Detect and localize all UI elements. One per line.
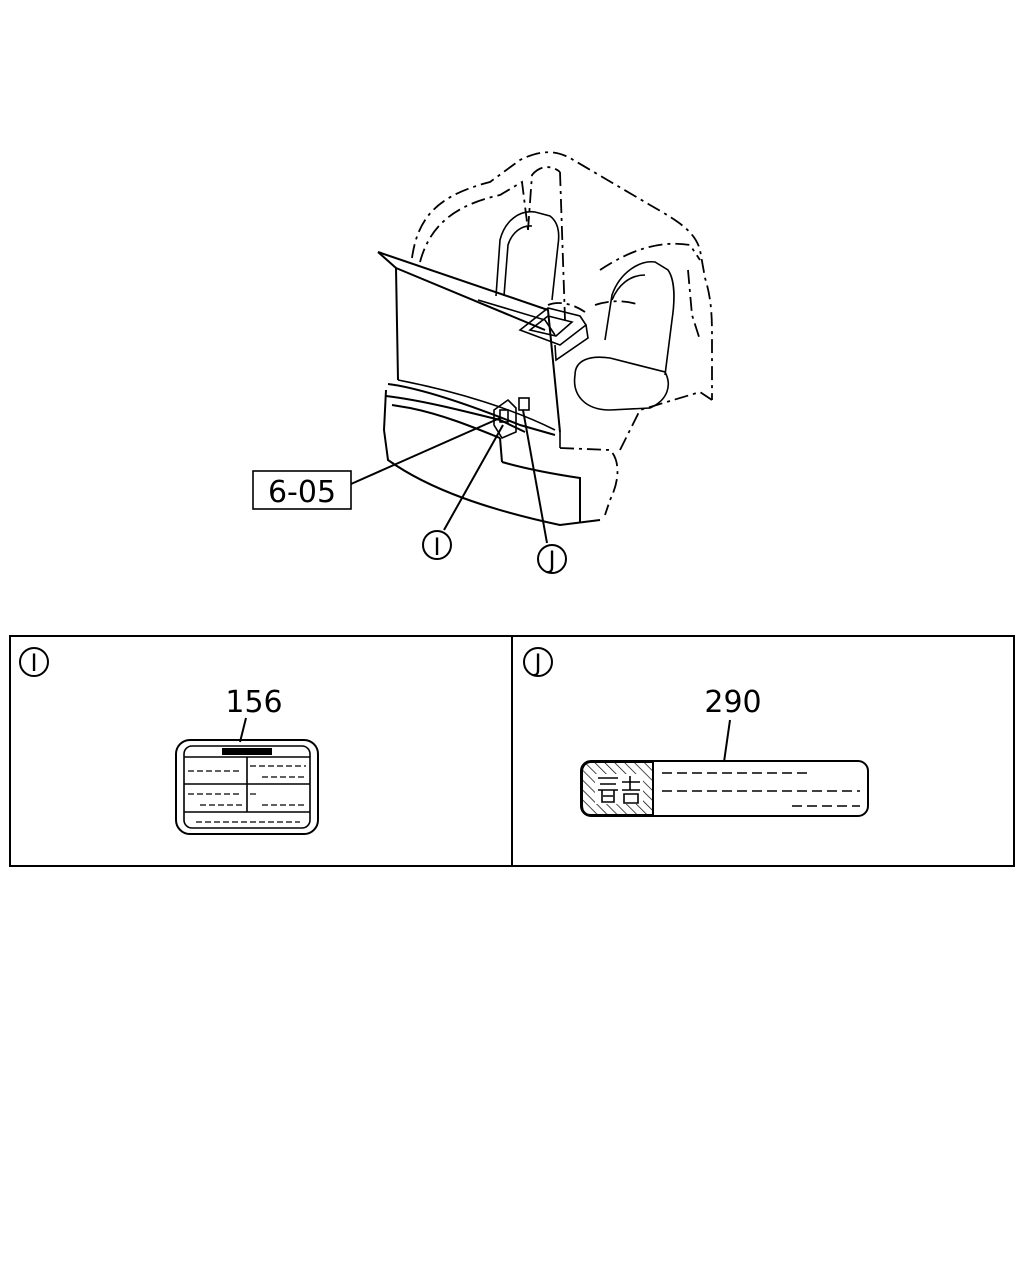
part-number-290[interactable]: 290 [704, 685, 761, 720]
part-number-156[interactable]: 156 [225, 685, 282, 720]
warning-glyph-icon [598, 776, 640, 804]
cab-illustration: 6-05 I J [252, 151, 713, 574]
callout-j-label: J [546, 546, 555, 574]
callout-j-marker[interactable] [537, 544, 567, 574]
reference-box-label: 6-05 [268, 475, 336, 510]
panel-j: J 290 [523, 647, 869, 817]
panel-i: I 156 [19, 647, 319, 835]
label-290-drawing[interactable] [580, 760, 869, 817]
callout-i-label: I [433, 533, 440, 561]
reference-box[interactable] [252, 470, 352, 510]
label-156-drawing[interactable] [175, 739, 319, 835]
callout-i-marker[interactable] [422, 530, 452, 560]
panel-j-marker-label: J [532, 649, 541, 677]
detail-panels: I 156 [9, 635, 1015, 867]
panel-i-marker-label: I [30, 649, 37, 677]
panel-i-marker [19, 647, 49, 677]
panel-j-marker [523, 647, 553, 677]
